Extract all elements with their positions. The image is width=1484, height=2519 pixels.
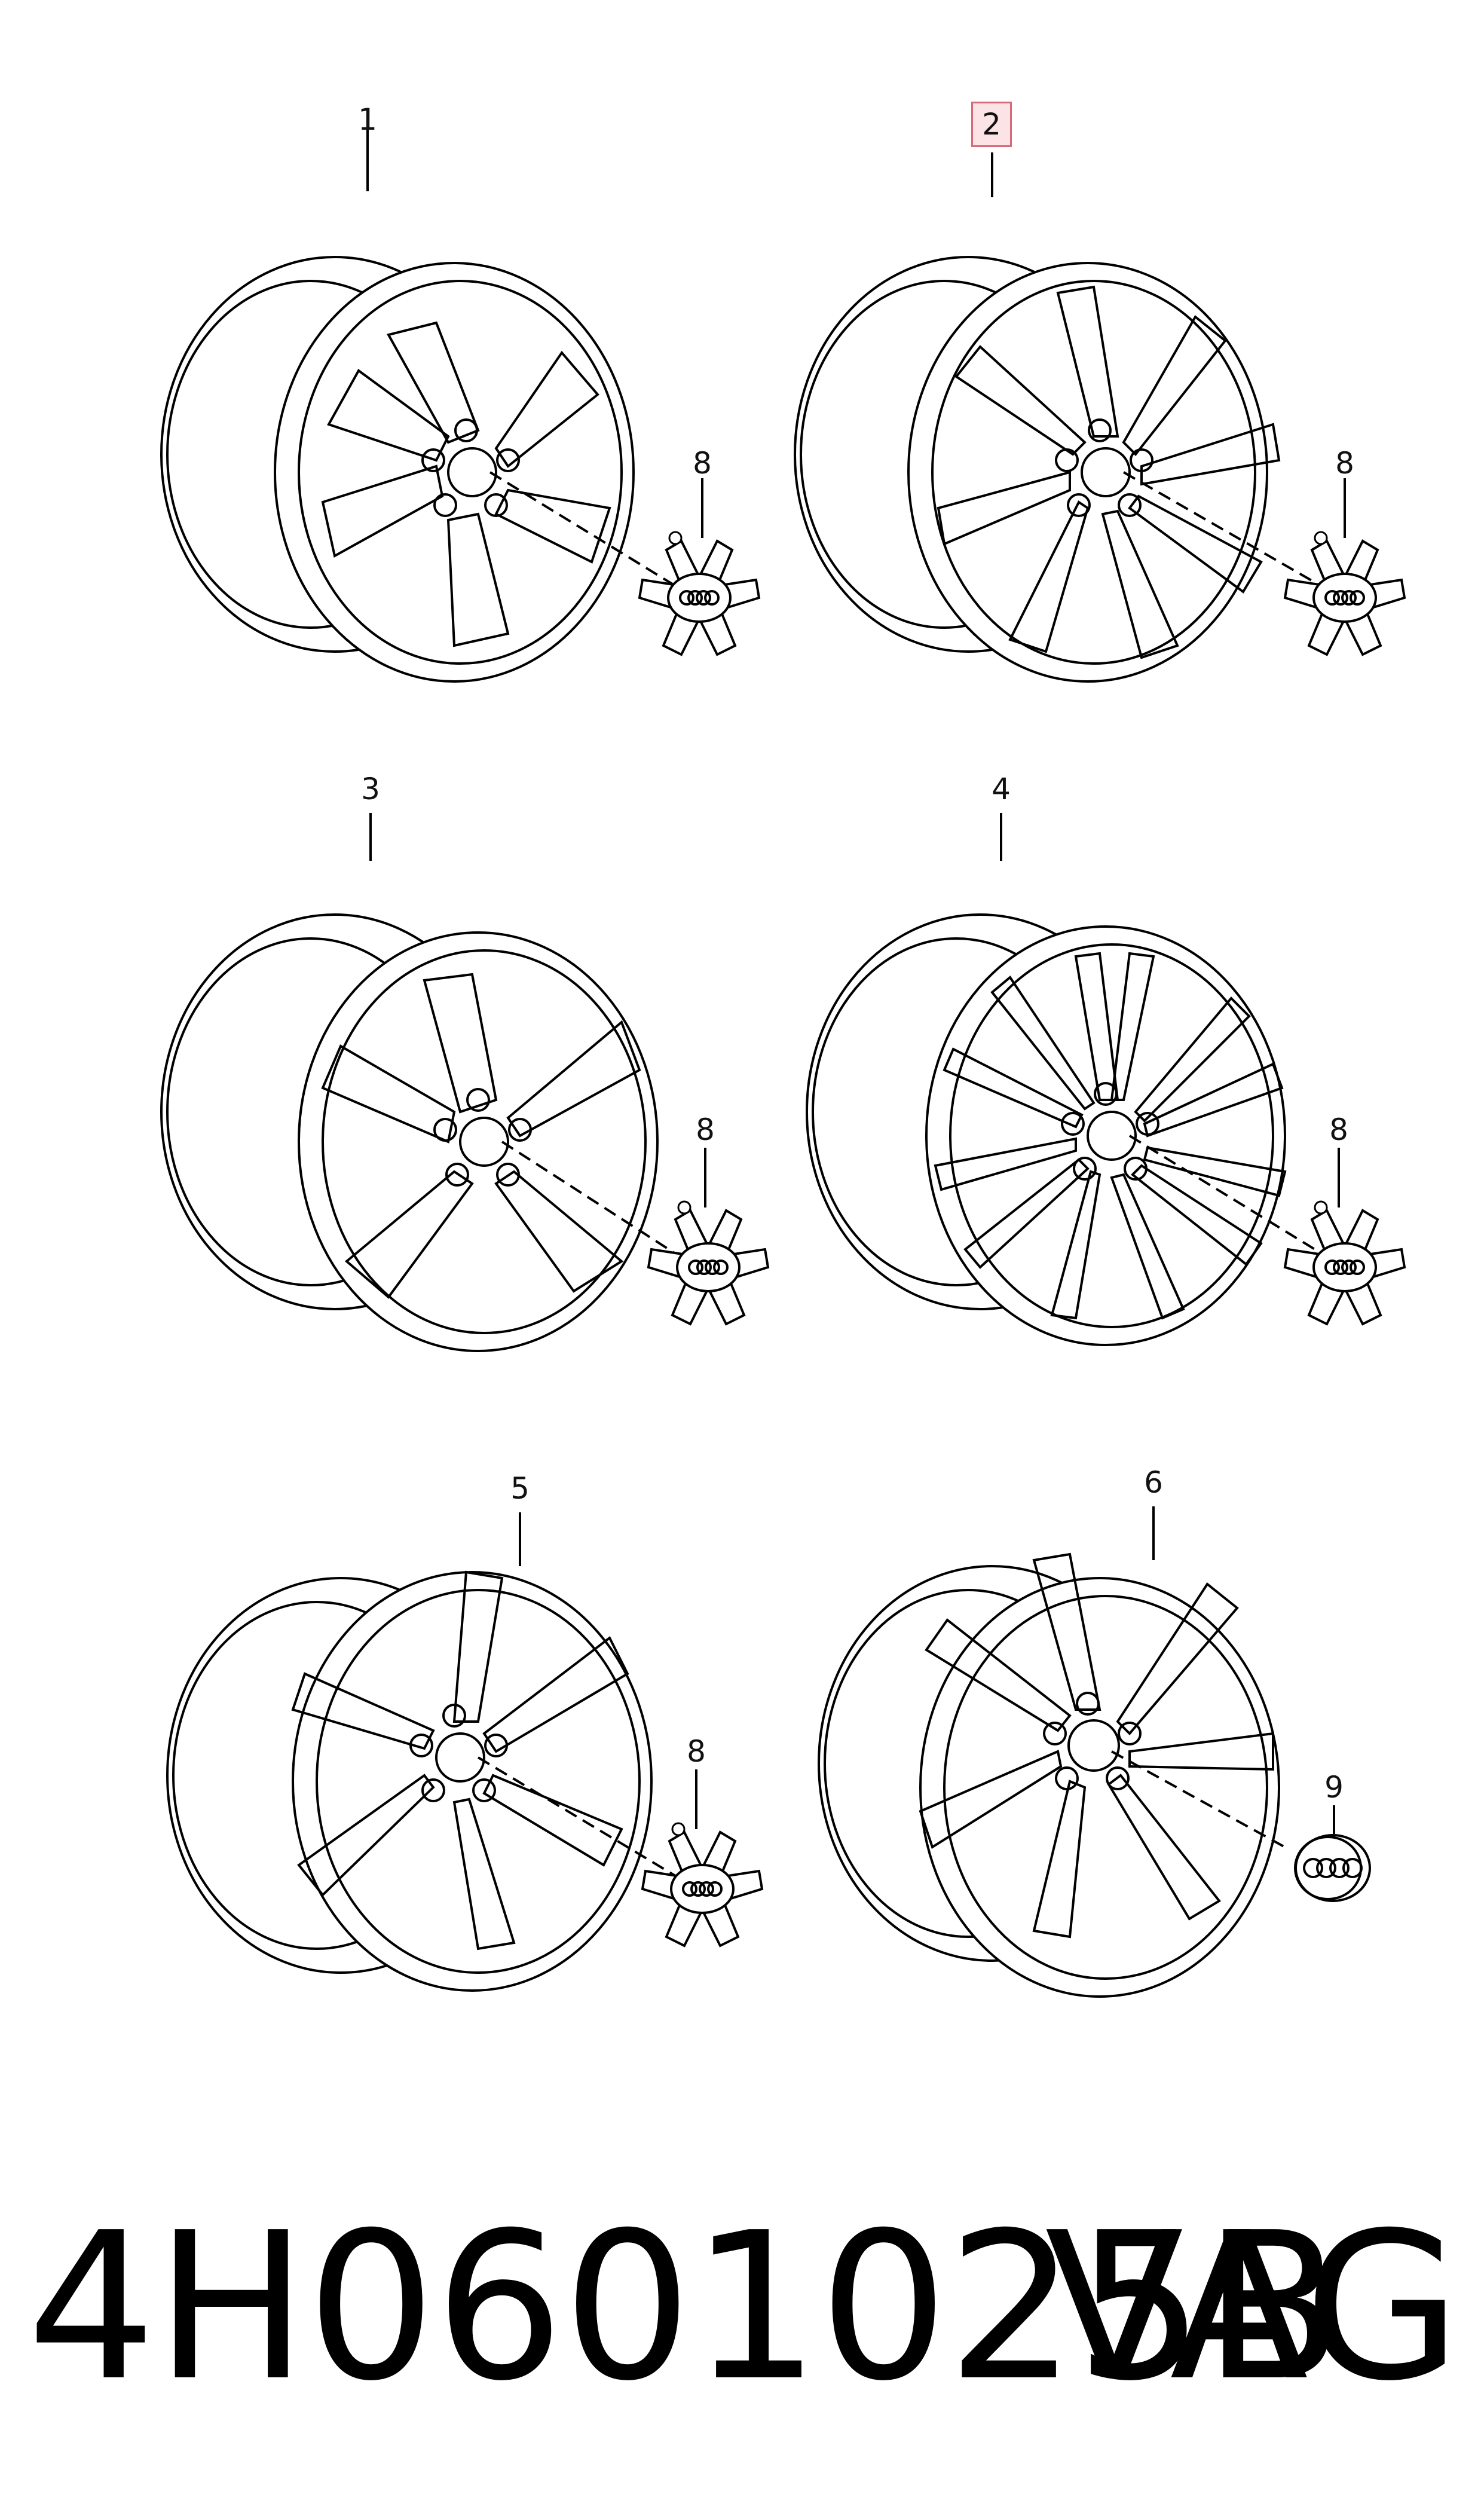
callout-1: 1 [358,102,377,137]
callout-9: 9 [1324,1770,1344,1805]
center-cap-icon [641,1822,763,1947]
wheel-2 [794,152,1321,683]
center-cap-icon [638,531,760,656]
callout-8: 8 [1335,446,1354,481]
callout-8: 8 [693,446,712,481]
center-cap-icon [1284,531,1406,656]
callout-4: 4 [992,772,1011,806]
callout-8: 8 [696,1112,715,1147]
callout-8: 8 [1329,1112,1348,1147]
brand-label: VAG [1045,2189,1461,2426]
wheel-1 [160,111,677,683]
center-cap-icon [1284,1200,1406,1325]
center-cap-9 [1294,1834,1371,1902]
callout-2-highlighted: 2 [971,102,1012,147]
wheel-3 [160,813,689,1352]
callout-5: 5 [510,1471,530,1506]
wheel-4 [806,813,1316,1346]
callout-3: 3 [361,772,380,806]
audi-rings-icon [1303,1858,1363,1878]
center-cap-icon [647,1200,769,1325]
callout-6: 6 [1144,1465,1163,1500]
callout-8: 8 [687,1734,706,1769]
wheel-5 [166,1512,689,1992]
part-number: 4H0601025B [27,2189,1342,2426]
footer-caption: 4H0601025B VAG [0,2182,1484,2433]
wheel-6 [818,1506,1286,1998]
